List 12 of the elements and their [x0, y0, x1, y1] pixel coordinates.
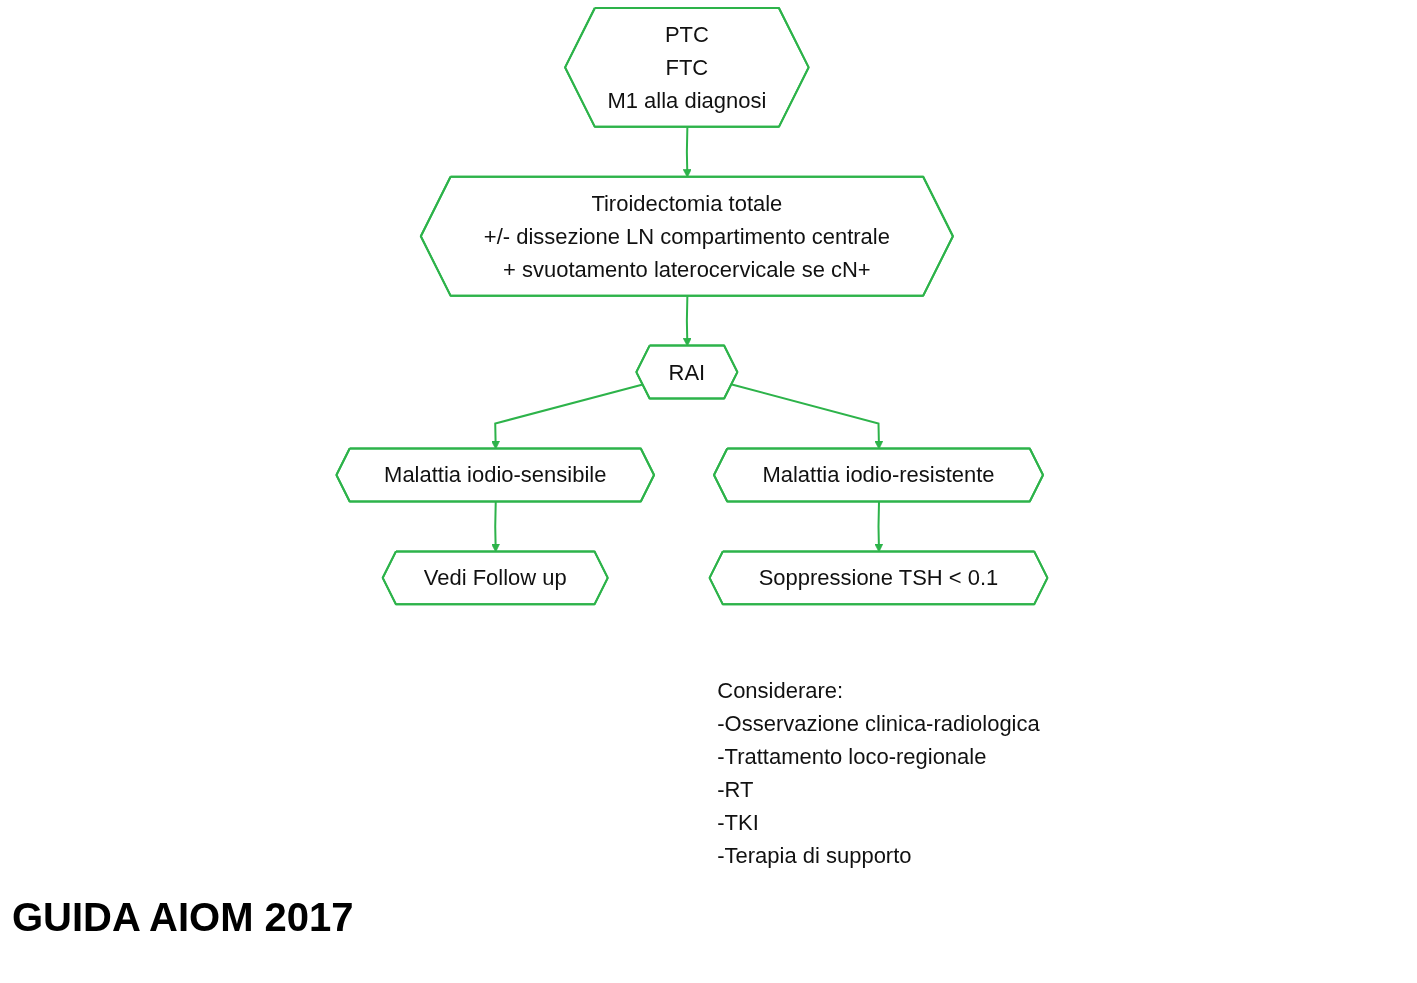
node-label: -Terapia di supporto — [717, 843, 912, 869]
node-label: -Trattamento loco-regionale — [717, 744, 987, 770]
node-label: Considerare: — [717, 678, 844, 704]
arrow — [683, 126, 693, 178]
node-label: -Osservazione clinica-radiologica — [717, 711, 1041, 737]
arrow — [683, 295, 693, 347]
node-label: -TKI — [717, 810, 760, 836]
arrow — [491, 500, 501, 553]
arrow — [731, 383, 884, 450]
source-note: GUIDA AIOM 2017 — [12, 895, 354, 940]
node-label: -RT — [717, 777, 754, 803]
arrow — [874, 500, 884, 553]
